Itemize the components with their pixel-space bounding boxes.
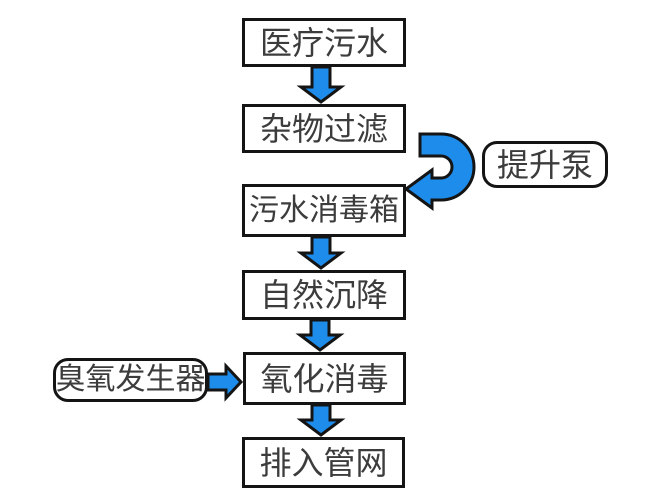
node-lift-pump: 提升泵 [482,141,608,188]
arrow-tank-to-settling [296,235,346,270]
node-medical-sewage: 医疗污水 [242,18,406,67]
node-medical-sewage-label: 医疗污水 [259,24,388,61]
arrow-oxidation-to-discharge [296,403,346,437]
arrow-uturn-filter-to-tank [403,132,476,211]
node-oxidation-disinfect: 氧化消毒 [243,352,406,405]
arrow-medical-to-filter [296,65,346,104]
arrow-ozone-to-oxidation [206,362,244,402]
node-ozone-generator-label: 臭氧发生器 [55,363,206,396]
node-oxidation-disinfect-label: 氧化消毒 [260,360,389,397]
node-debris-filter-label: 杂物过滤 [259,110,388,147]
arrow-settling-to-oxidation [295,318,345,352]
node-sewage-disinfect-tank: 污水消毒箱 [242,184,406,237]
node-natural-settling-label: 自然沉降 [259,277,388,313]
node-lift-pump-label: 提升泵 [496,146,593,183]
node-discharge-pipe-network-label: 排入管网 [259,444,388,481]
node-sewage-disinfect-tank-label: 污水消毒箱 [249,193,399,227]
node-discharge-pipe-network: 排入管网 [242,437,405,488]
node-ozone-generator: 臭氧发生器 [53,358,208,402]
node-debris-filter: 杂物过滤 [242,104,406,153]
node-natural-settling: 自然沉降 [242,270,406,320]
